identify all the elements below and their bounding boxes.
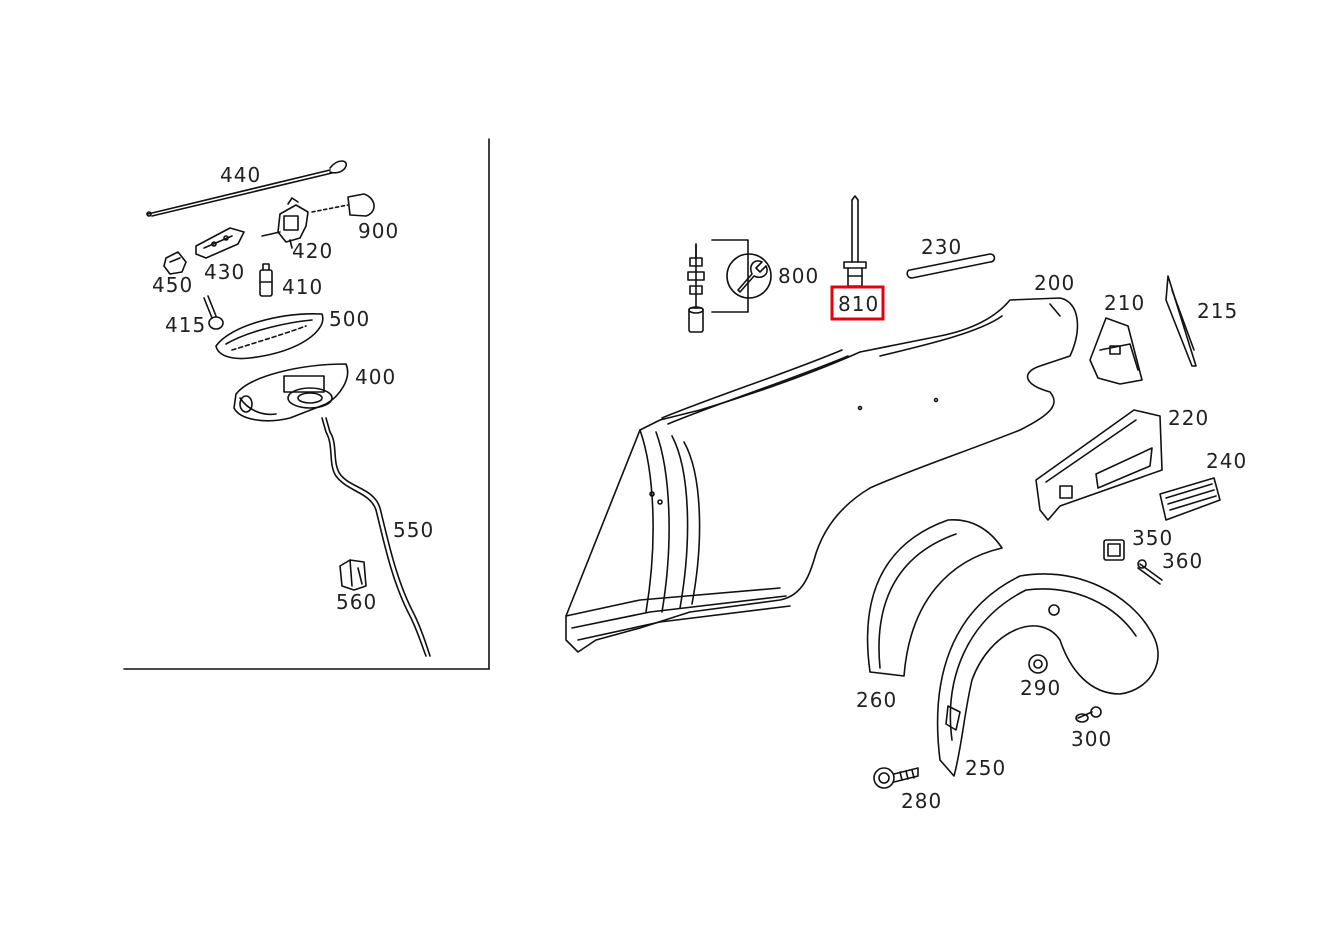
callout-810[interactable]: 810 <box>838 292 879 316</box>
callout-280[interactable]: 280 <box>901 789 942 813</box>
callout-560[interactable]: 560 <box>336 590 377 614</box>
quarter-panel-part-200[interactable] <box>566 298 1077 652</box>
wheel-arch-trim-part-260[interactable] <box>868 520 1002 676</box>
callout-410[interactable]: 410 <box>282 275 323 299</box>
wrench-icon <box>727 254 771 298</box>
callout-415[interactable]: 415 <box>165 313 206 337</box>
callout-260[interactable]: 260 <box>856 688 897 712</box>
screw-part-280[interactable] <box>874 768 918 788</box>
hose-clip-part-560[interactable] <box>340 560 366 590</box>
trim-strip-part-215[interactable] <box>1166 276 1196 366</box>
long-bolt-part-810[interactable] <box>844 196 866 286</box>
callout-labels: 440 900 420 450 430 410 415 500 400 550 … <box>152 163 1247 813</box>
callout-360[interactable]: 360 <box>1162 549 1203 573</box>
callout-400[interactable]: 400 <box>355 365 396 389</box>
drain-hose-part-550[interactable] <box>322 418 430 656</box>
callout-450[interactable]: 450 <box>152 273 193 297</box>
clip-part-290[interactable] <box>1029 655 1047 673</box>
clip-part-450[interactable] <box>164 252 186 274</box>
inset-frame <box>124 139 489 669</box>
callout-200[interactable]: 200 <box>1034 271 1075 295</box>
callout-210[interactable]: 210 <box>1104 291 1145 315</box>
callout-240[interactable]: 240 <box>1206 449 1247 473</box>
filler-housing-part-400[interactable] <box>234 364 348 421</box>
fuel-flap-part-500[interactable] <box>216 314 323 359</box>
callout-215[interactable]: 215 <box>1197 299 1238 323</box>
actuator-part-420[interactable] <box>262 198 308 248</box>
callout-300[interactable]: 300 <box>1071 727 1112 751</box>
callout-350[interactable]: 350 <box>1132 526 1173 550</box>
callout-430[interactable]: 430 <box>204 260 245 284</box>
reinforcement-part-220[interactable] <box>1036 410 1162 520</box>
bracket-part-210[interactable] <box>1090 318 1142 384</box>
wheel-arch-liner-part-250[interactable] <box>938 574 1158 776</box>
screw-part-360[interactable] <box>1138 560 1162 584</box>
seal-strip-part-230[interactable] <box>907 254 994 278</box>
callout-220[interactable]: 220 <box>1168 406 1209 430</box>
release-cable-part-440[interactable] <box>147 161 346 216</box>
callout-550[interactable]: 550 <box>393 518 434 542</box>
callout-900[interactable]: 900 <box>358 219 399 243</box>
callout-440[interactable]: 440 <box>220 163 261 187</box>
callout-230[interactable]: 230 <box>921 235 962 259</box>
callout-420[interactable]: 420 <box>292 239 333 263</box>
selected-part-highlight <box>832 287 883 319</box>
callout-800[interactable]: 800 <box>778 264 819 288</box>
clip-part-350[interactable] <box>1104 540 1124 560</box>
label-part-900[interactable] <box>312 194 374 216</box>
vent-grille-part-240[interactable] <box>1160 478 1220 520</box>
bolt-kit-part-800[interactable] <box>688 240 771 332</box>
callout-290[interactable]: 290 <box>1020 676 1061 700</box>
callout-250[interactable]: 250 <box>965 756 1006 780</box>
rivet-part-300[interactable] <box>1076 707 1101 722</box>
bolt-part-415[interactable] <box>204 296 223 329</box>
pin-part-410[interactable] <box>260 264 272 296</box>
callout-500[interactable]: 500 <box>329 307 370 331</box>
bracket-part-430[interactable] <box>196 228 244 258</box>
